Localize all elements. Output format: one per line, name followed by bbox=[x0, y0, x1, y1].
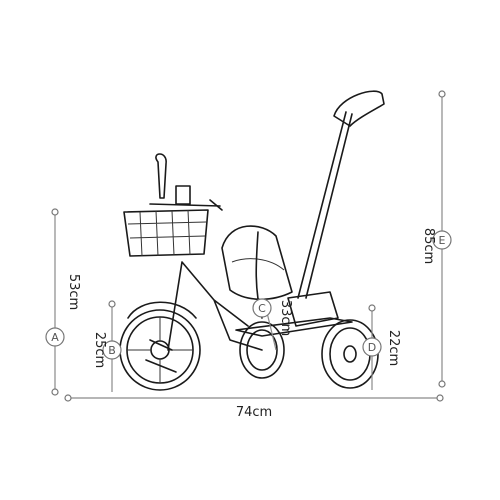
marker-d: D bbox=[362, 337, 382, 357]
dim-a-value: 53cm bbox=[66, 274, 81, 310]
dim-e-bottom-endpoint bbox=[438, 380, 446, 388]
push-handle-pole bbox=[297, 111, 347, 299]
tricycle-illustration bbox=[119, 90, 385, 391]
dim-width-right-endpoint bbox=[436, 394, 444, 402]
dim-d-value: 22cm bbox=[386, 330, 401, 366]
dim-e-value: 85cm bbox=[421, 228, 436, 264]
rear-deck bbox=[235, 317, 353, 337]
bell bbox=[175, 185, 191, 205]
marker-c-letter: C bbox=[258, 302, 266, 315]
front-fender bbox=[127, 301, 197, 319]
marker-e-letter: E bbox=[439, 234, 446, 247]
dim-width-value: 74cm bbox=[236, 405, 272, 420]
marker-e: E bbox=[432, 230, 452, 250]
handlebar-ornament bbox=[155, 153, 167, 199]
dim-width-left-endpoint bbox=[64, 394, 72, 402]
frame bbox=[167, 261, 263, 351]
dim-b-top-endpoint bbox=[108, 300, 116, 308]
marker-a-letter: A bbox=[51, 331, 59, 344]
rear-basket bbox=[287, 291, 339, 327]
marker-d-letter: D bbox=[368, 341, 376, 354]
marker-b-letter: B bbox=[108, 344, 116, 357]
dim-c-value: 33cm bbox=[278, 300, 293, 336]
seat bbox=[221, 225, 293, 301]
dim-b-value: 25cm bbox=[92, 332, 107, 368]
marker-a: A bbox=[45, 327, 65, 347]
dim-e-top-endpoint bbox=[438, 90, 446, 98]
push-handle-grip bbox=[333, 90, 385, 127]
dim-d-top-endpoint bbox=[368, 304, 376, 312]
dimension-lines bbox=[51, 90, 446, 402]
front-wheel bbox=[119, 309, 201, 391]
rear-wheel-left bbox=[239, 321, 285, 379]
front-basket bbox=[123, 209, 209, 257]
handlebar bbox=[149, 203, 221, 207]
dim-a-top-endpoint bbox=[51, 208, 59, 216]
pedals bbox=[145, 339, 177, 373]
marker-b: B bbox=[102, 340, 122, 360]
marker-c: C bbox=[252, 298, 272, 318]
dim-a-bottom-endpoint bbox=[51, 388, 59, 396]
